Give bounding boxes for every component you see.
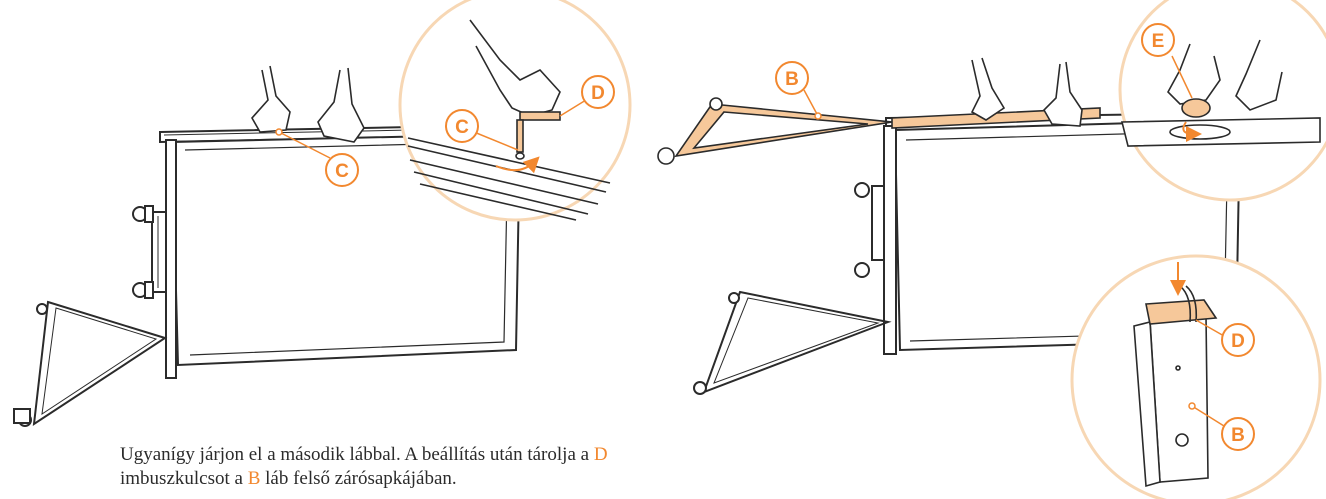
callout-c-main-label: C (335, 161, 349, 182)
right-frame-casters (854, 182, 885, 278)
callout-b-main-label: B (785, 69, 799, 90)
right-folded-leg-lower (693, 290, 892, 395)
instruction-leg-label: B (247, 468, 261, 489)
zoom-detail-leg-cap: D B (1070, 254, 1322, 499)
instruction-part2: imbuszkulcsot a (120, 468, 248, 489)
left-folded-leg (13, 300, 168, 427)
callout-b-cap-label: B (1231, 425, 1245, 446)
right-hands (970, 57, 1083, 127)
instruction-part3: láb felső zárósapkájában. (260, 468, 457, 489)
left-frame-casters (132, 205, 154, 299)
left-hands (251, 65, 365, 143)
zoom-detail-end-cap: E (1118, 0, 1326, 202)
callout-c-main: C (275, 128, 359, 187)
callout-e-zoom-label: E (1152, 31, 1165, 52)
callout-d-cap-label: D (1231, 331, 1245, 352)
instruction-caption: Ugyanígy járjon el a második lábbal. A b… (120, 443, 640, 491)
callout-d-zoom-label: D (591, 83, 605, 104)
callout-b-main: B (775, 61, 822, 120)
zoom-detail-allen-key: C D (398, 0, 632, 222)
instruction-part1: Ugyanígy járjon el a második lábbal. A b… (120, 444, 594, 465)
instruction-key-label: D (593, 444, 608, 465)
callout-c-zoom-label: C (455, 117, 469, 138)
